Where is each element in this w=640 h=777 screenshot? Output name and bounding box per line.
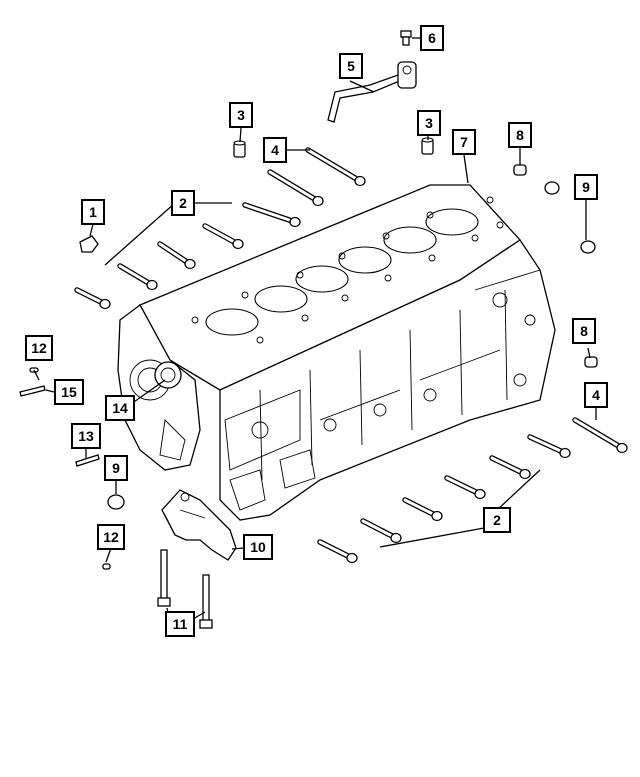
tube-part-5 [327,61,417,123]
main-bolt-2-6 [317,539,358,564]
leader-lines [33,37,597,623]
callout-12b: 12 [97,524,125,550]
dowel-part-3b [421,137,434,155]
head-bolt-2-2 [242,202,301,228]
head-bolt-2-4 [157,241,196,270]
callout-13: 13 [71,423,101,449]
main-bolt-2-2 [489,455,531,480]
main-bolt-4b [572,417,628,454]
callout-3a-label: 3 [237,107,245,123]
head-bolt-2-3 [202,223,244,250]
callout-4b-label: 4 [592,387,600,403]
head-bolt-2-6 [74,287,111,310]
callout-7-label: 7 [460,134,468,150]
callout-11: 11 [165,611,195,637]
callout-12a: 12 [25,335,53,361]
callout-14: 14 [105,395,135,421]
callout-3b: 3 [417,110,441,136]
bearing-cap-part-10 [161,489,237,561]
plug-part-8b [584,356,598,368]
callout-10: 10 [243,534,273,560]
head-bolt-2-1 [267,169,324,207]
callout-6-label: 6 [428,30,436,46]
callout-8a: 8 [508,122,532,148]
callout-9b-label: 9 [112,460,120,476]
callout-8b: 8 [572,318,596,344]
callout-9b: 9 [104,455,128,481]
head-bolt-2-5 [117,263,158,291]
stud-part-11b [199,574,213,629]
callout-12b-label: 12 [103,529,119,545]
callout-12a-label: 12 [31,340,47,356]
callout-5: 5 [339,53,363,79]
callout-4a: 4 [263,137,287,163]
callout-1: 1 [81,199,105,225]
callout-2a-label: 2 [179,195,187,211]
dowel-part-3a [233,140,246,158]
callout-15-label: 15 [61,384,77,400]
callout-9a: 9 [574,174,598,200]
callout-3b-label: 3 [425,115,433,131]
plug-part-1 [79,235,99,253]
seal-part-14 [154,361,182,389]
callout-2a: 2 [171,190,195,216]
main-bolt-2-3 [444,475,486,500]
pin-part-12b [102,563,111,570]
plug-part-9b [107,494,125,510]
callout-7: 7 [452,129,476,155]
head-bolt-4a [305,147,366,187]
callout-2b-label: 2 [493,512,501,528]
pin-part-15 [19,385,46,397]
stud-part-11a [157,549,171,607]
screw-part-6 [400,30,412,46]
callout-14-label: 14 [112,400,128,416]
callout-9a-label: 9 [582,179,590,195]
callout-1-label: 1 [89,204,97,220]
callout-5-label: 5 [347,58,355,74]
callout-4b: 4 [584,382,608,408]
bolts-group [74,147,628,564]
engine-block [117,184,556,521]
callout-11-label: 11 [173,616,188,632]
callout-6: 6 [420,25,444,51]
callout-4a-label: 4 [271,142,279,158]
callout-8b-label: 8 [580,323,588,339]
callout-3a: 3 [229,102,253,128]
main-bolt-2-4 [402,497,443,522]
callout-13-label: 13 [78,428,94,444]
callout-2b: 2 [483,507,511,533]
plug-part-8a [513,164,527,176]
callout-10-label: 10 [250,539,266,555]
pin-part-13 [75,454,100,467]
callout-8a-label: 8 [516,127,524,143]
main-bolt-2-5 [360,518,402,544]
main-bolt-2-1 [527,434,571,459]
callout-15: 15 [54,379,84,405]
plug-part-9a [544,181,596,254]
